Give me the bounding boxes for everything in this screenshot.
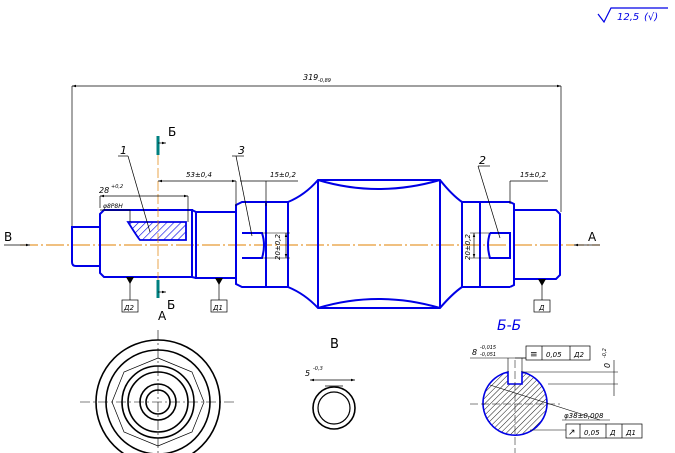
overall-dim-text: 319 bbox=[303, 73, 318, 82]
keyway-depth: 0 bbox=[603, 363, 612, 368]
view-mark-v: В bbox=[4, 230, 12, 244]
dim-15-right-text: 15±0,2 bbox=[520, 171, 546, 179]
roughness-bracket: (√) bbox=[644, 12, 658, 23]
dim-20-right-text: 20±0,2 bbox=[464, 234, 472, 260]
dim-53-text: 53±0,4 bbox=[186, 171, 212, 179]
view-v: В 5 -0,3 bbox=[305, 337, 356, 430]
dim-15-left: 15±0,2 bbox=[235, 171, 298, 206]
small-dim-tol: -0,3 bbox=[313, 366, 323, 372]
view-mark-a-below: А bbox=[158, 309, 167, 323]
keyway-tol-upper: -0,015 bbox=[480, 345, 496, 351]
tol-runout-base1: Д bbox=[609, 429, 616, 437]
dim-28-tol: +0,2 bbox=[111, 184, 123, 190]
keyway-depth-tol: -0,2 bbox=[602, 348, 608, 358]
section-mark-top: Б bbox=[168, 125, 176, 139]
base-mark-d2-text: Д2 bbox=[123, 304, 134, 312]
tol-sym-base: Д2 bbox=[573, 351, 584, 359]
keyway-dimensions bbox=[99, 194, 189, 222]
dim-phi8: φ8Р8Н bbox=[103, 203, 123, 210]
overall-dim-tol: -0,89 bbox=[318, 78, 331, 84]
leader-1: 1 bbox=[118, 144, 151, 233]
roughness-symbol: 12,5 (√) bbox=[597, 7, 668, 24]
tol-runout: ↗ bbox=[568, 428, 576, 438]
leader-2: 2 bbox=[477, 154, 501, 239]
shaft-outline bbox=[71, 179, 561, 309]
dim-20-right: 20±0,2 bbox=[464, 232, 490, 260]
view-v-label: В bbox=[330, 337, 339, 352]
keyway-hatch bbox=[126, 221, 187, 241]
shaft-diameter: φ38±0,008 bbox=[564, 412, 604, 420]
tol-runout-val: 0,05 bbox=[584, 429, 600, 437]
leader-3: 3 bbox=[232, 144, 253, 237]
small-dim: 5 bbox=[305, 369, 310, 378]
dim-20-left-text: 20±0,2 bbox=[274, 234, 282, 260]
end-view bbox=[80, 330, 236, 453]
roughness-value: 12,5 bbox=[617, 12, 639, 23]
view-mark-a: А bbox=[588, 230, 597, 244]
section-mark-bottom: Б bbox=[167, 298, 175, 312]
keyway-tol-lower: -0,051 bbox=[480, 352, 496, 358]
leader-2-num: 2 bbox=[479, 154, 486, 167]
tol-sym-val: 0,05 bbox=[546, 351, 562, 359]
dim-53: 53±0,4 bbox=[158, 171, 236, 183]
base-mark-d-text: Д bbox=[538, 304, 545, 312]
dim-15-left-text: 15±0,2 bbox=[270, 171, 296, 179]
tol-sym: ≡ bbox=[530, 350, 538, 360]
dim-20-left: 20±0,2 bbox=[262, 232, 290, 260]
base-mark-d1: Д1 bbox=[210, 278, 228, 313]
overall-dimension: 319 -0,89 bbox=[71, 73, 562, 237]
tol-runout-base2: Д1 bbox=[625, 429, 636, 437]
leader-3-num: 3 bbox=[238, 144, 245, 157]
base-mark-d2: Д2 bbox=[121, 277, 139, 313]
base-mark-d1-text: Д1 bbox=[212, 304, 223, 312]
dim-28: 28 bbox=[99, 186, 109, 195]
view-arrows: В А А bbox=[4, 230, 600, 323]
section-line-b: Б Б bbox=[156, 125, 176, 312]
section-bb: Б-Б 8 -0,015 -0,051 0 -0,2 ≡ 0,05 Д2 φ38… bbox=[470, 318, 643, 453]
base-mark-d: Д bbox=[533, 279, 551, 313]
keyway-dim: 8 bbox=[472, 348, 477, 357]
leader-1-num: 1 bbox=[120, 144, 127, 157]
dim-15-right: 15±0,2 bbox=[509, 171, 548, 204]
section-title: Б-Б bbox=[497, 318, 521, 334]
